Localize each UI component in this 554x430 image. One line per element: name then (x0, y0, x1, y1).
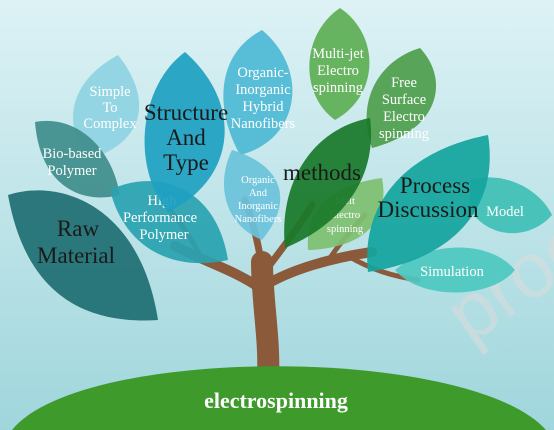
leaf-shape-raw (8, 190, 158, 321)
leaf-model: Model (470, 177, 552, 234)
root-label-electrospinning: electrospinning (204, 388, 348, 413)
svg-text:Simulation: Simulation (420, 264, 484, 280)
leaf-shape-bio (35, 120, 120, 198)
leaf-shape-simple (73, 55, 140, 160)
leaf-shape-high (110, 181, 228, 264)
svg-text:methods: methods (283, 160, 361, 185)
leaf-shape-process (367, 135, 490, 272)
leaf-high-performance: HighPerformancePolymer (110, 181, 228, 264)
leaf-shape-freesurface (366, 48, 437, 148)
svg-text:Model: Model (486, 204, 524, 220)
leaf-simulation: Simulation (395, 247, 515, 293)
leaf-shape-structure (144, 52, 225, 212)
leaf-shape-methods (284, 118, 372, 248)
leaf-shape-melt (307, 178, 384, 250)
leaf-shape-model (470, 177, 552, 234)
svg-text:HighPerformancePolymer: HighPerformancePolymer (123, 193, 197, 243)
leaf-shape-multijet (309, 8, 370, 120)
ground-hill (12, 366, 546, 430)
leaf-shape-organic (223, 150, 281, 240)
leaf-methods: methods (283, 118, 372, 248)
leaf-shape-hybrid (223, 30, 293, 155)
leaf-shape-simulation (395, 247, 515, 293)
